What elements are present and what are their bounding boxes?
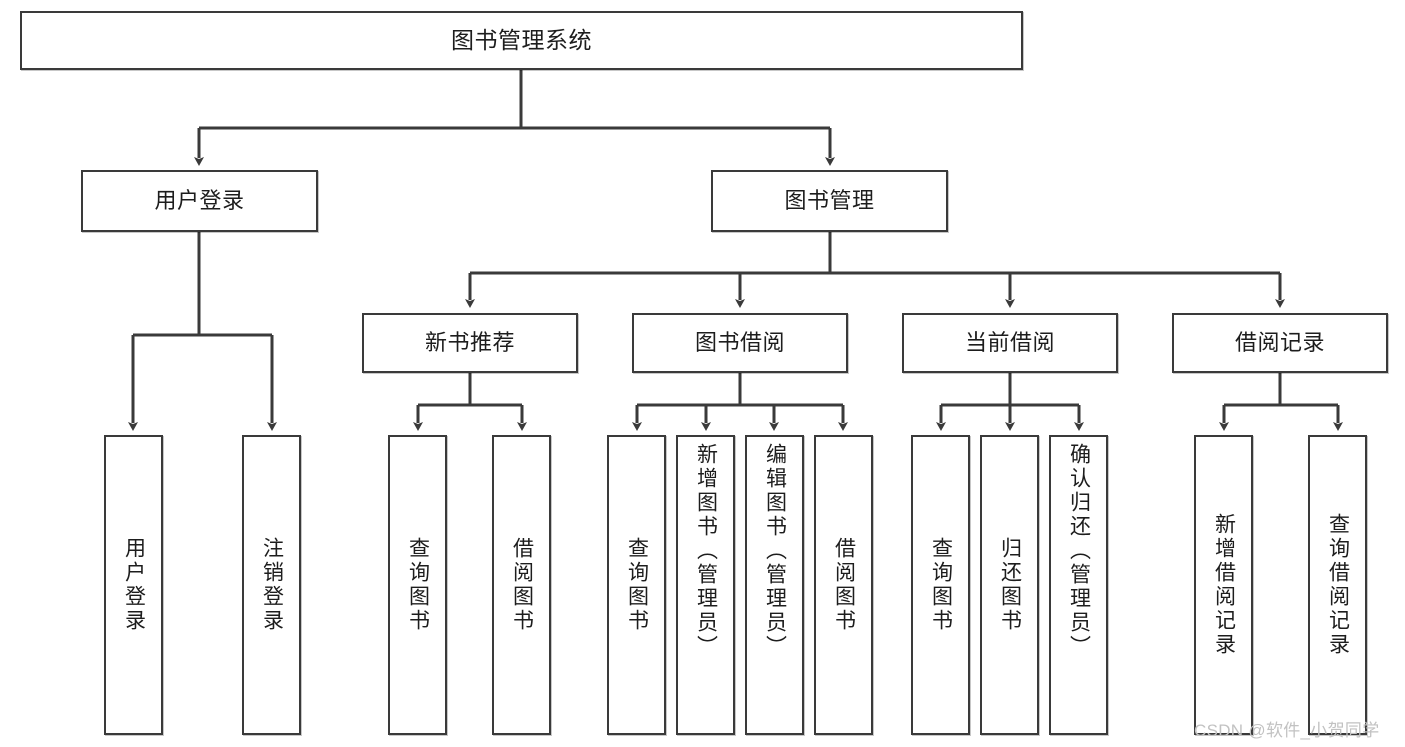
watermark-text: CSDN @软件_小贺同学 — [1194, 721, 1380, 740]
leaf-confirm-return-admin[interactable]: 确认归还（管理员） — [1049, 435, 1108, 735]
node-label: 图书管理系统 — [451, 26, 592, 53]
node-label: 新书推荐 — [424, 330, 515, 356]
node-label: 当前借阅 — [964, 330, 1055, 356]
node-label: 查询借阅记录 — [1326, 513, 1350, 657]
leaf-user-logout[interactable]: 注销登录 — [242, 435, 301, 735]
leaf-borrow-book-recommendation[interactable]: 借阅图书 — [492, 435, 551, 735]
leaf-user-login[interactable]: 用户登录 — [104, 435, 163, 735]
node-new-book-recommendation[interactable]: 新书推荐 — [362, 313, 578, 373]
node-label: 用户登录 — [154, 188, 245, 214]
leaf-query-book-current[interactable]: 查询图书 — [911, 435, 970, 735]
node-label: 借阅图书 — [510, 537, 534, 633]
leaf-borrow-book-borrowing[interactable]: 借阅图书 — [814, 435, 873, 735]
leaf-query-book-borrowing[interactable]: 查询图书 — [607, 435, 666, 735]
node-current-borrowing[interactable]: 当前借阅 — [902, 313, 1118, 373]
node-label: 归还图书 — [998, 537, 1022, 633]
node-label: 注销登录 — [260, 537, 284, 633]
leaf-add-borrow-record[interactable]: 新增借阅记录 — [1194, 435, 1253, 735]
leaf-add-book-admin[interactable]: 新增图书（管理员） — [676, 435, 735, 735]
node-label: 借阅图书 — [832, 537, 856, 633]
leaf-edit-book-admin[interactable]: 编辑图书（管理员） — [745, 435, 804, 735]
node-label: 编辑图书（管理员） — [763, 443, 787, 659]
node-label: 查询图书 — [625, 537, 649, 633]
node-book-borrowing[interactable]: 图书借阅 — [632, 313, 848, 373]
node-label: 借阅记录 — [1234, 330, 1325, 356]
node-label: 图书管理 — [784, 188, 875, 214]
node-label: 新增借阅记录 — [1212, 513, 1236, 657]
leaf-query-borrow-record[interactable]: 查询借阅记录 — [1308, 435, 1367, 735]
leaf-query-book-recommendation[interactable]: 查询图书 — [388, 435, 447, 735]
node-label: 查询图书 — [929, 537, 953, 633]
node-label: 用户登录 — [122, 537, 146, 633]
node-label: 查询图书 — [406, 537, 430, 633]
node-label: 图书借阅 — [694, 330, 785, 356]
node-label: 确认归还（管理员） — [1067, 443, 1091, 659]
node-label: 新增图书（管理员） — [694, 443, 718, 659]
node-borrowing-record[interactable]: 借阅记录 — [1172, 313, 1388, 373]
node-user-login[interactable]: 用户登录 — [81, 170, 318, 232]
node-root-book-management-system[interactable]: 图书管理系统 — [20, 11, 1023, 70]
leaf-return-book[interactable]: 归还图书 — [980, 435, 1039, 735]
node-book-management[interactable]: 图书管理 — [711, 170, 948, 232]
